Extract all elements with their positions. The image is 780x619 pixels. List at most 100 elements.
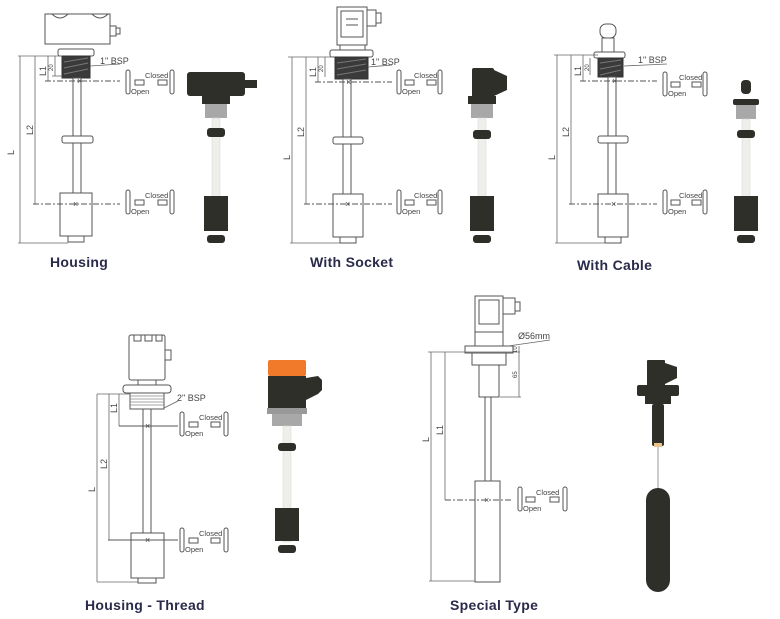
closed-label: Closed (145, 71, 168, 80)
open-label: Open (185, 429, 203, 438)
switch-symbol-cable-lower: Closed Open (662, 189, 708, 216)
switch-symbol-socket-upper: Closed Open (396, 69, 443, 96)
dim-label-l: L (282, 155, 292, 160)
open-label: Open (185, 545, 203, 554)
switch-symbol-special: Closed Open (517, 486, 568, 513)
thread-leader (367, 64, 393, 68)
dim-label-20: 20 (585, 64, 591, 71)
socket-neck (339, 44, 366, 51)
float-end (339, 236, 357, 244)
thread-label: 1" BSP (638, 55, 667, 65)
din-face (478, 299, 500, 325)
caption-housing: Housing (50, 254, 109, 270)
flange-leader (507, 339, 551, 347)
dim-label-l1: L1 (435, 425, 445, 435)
cable-gland-body (601, 37, 615, 53)
x-mark: × (484, 495, 489, 505)
stem (484, 396, 492, 482)
hex-nut (329, 49, 374, 58)
x-mark-1: × (145, 421, 150, 431)
float (474, 480, 501, 583)
thread-lines (599, 59, 622, 76)
socket-schematic: × × L L2 L1 20 1" BSP (282, 6, 400, 244)
caption-with-cable: With Cable (577, 257, 653, 273)
hex-nut (122, 384, 172, 394)
din-gland-tip (514, 301, 521, 312)
closed-label: Closed (536, 488, 559, 497)
thread-block (129, 392, 165, 410)
open-label: Open (668, 89, 686, 98)
open-label: Open (523, 504, 541, 513)
caption-housing-thread: Housing - Thread (85, 597, 205, 613)
switch-symbol-socket-lower: Closed Open (396, 189, 443, 216)
din-connector (336, 6, 368, 46)
thread-housing-product-image (267, 360, 322, 553)
x-mark-2: × (611, 199, 616, 209)
closed-label: Closed (145, 191, 168, 200)
din-gland (366, 9, 377, 27)
switch-symbol-thread-lower: Closed Open (179, 527, 229, 554)
hex-nut (593, 51, 626, 59)
open-label: Open (402, 207, 420, 216)
dim-label-l: L (547, 155, 557, 160)
flange-body (471, 352, 507, 366)
float (597, 193, 629, 238)
open-label: Open (131, 87, 149, 96)
float-end (604, 236, 622, 244)
switch-symbol-housing-upper: Closed Open (125, 69, 175, 96)
x-mark-1: × (77, 76, 82, 86)
thread-housing-schematic: × × L L2 L1 2" BSP (87, 334, 206, 584)
thread-lines (336, 58, 367, 76)
caption-with-socket: With Socket (310, 254, 394, 270)
cable-gland-tip (115, 27, 121, 35)
din-gland-tip (375, 12, 382, 24)
dim-label-20: 20 (49, 64, 55, 71)
din-gland (502, 297, 516, 315)
thread-lines (130, 395, 164, 406)
special-type-product-image (637, 360, 679, 592)
thread-leader (163, 400, 179, 409)
open-label: Open (131, 207, 149, 216)
housing-schematic: × × L L2 L1 20 1" BSP (6, 13, 129, 244)
housing-product-image (187, 72, 257, 243)
dim-label-l2: L2 (25, 125, 35, 135)
cable-schematic: × × L L2 L1 20 1" BSP (547, 23, 668, 244)
closed-label: Closed (679, 191, 702, 200)
switch-symbol-thread-upper: Closed Open (179, 411, 229, 438)
collar (332, 136, 364, 145)
dim-label-l: L (87, 487, 97, 492)
closed-label: Closed (414, 71, 437, 80)
open-label: Open (402, 87, 420, 96)
thread-lines (63, 57, 89, 75)
dim-label-l2: L2 (561, 127, 571, 137)
dim-label-10: 10 (513, 346, 519, 353)
housing-head-grooves (51, 13, 109, 19)
collar (597, 135, 629, 144)
housing-head (44, 13, 111, 45)
closed-label: Closed (414, 191, 437, 200)
x-mark-2: × (345, 199, 350, 209)
body (478, 364, 500, 398)
thread-label: 2" BSP (177, 393, 206, 403)
open-label: Open (668, 207, 686, 216)
dim-label-l: L (6, 150, 16, 155)
dim-label-l2: L2 (296, 127, 306, 137)
dim-label-l1: L1 (308, 67, 318, 77)
cable-gland-top (599, 23, 617, 39)
thread-block (61, 55, 91, 79)
switch-symbol-cable-upper: Closed Open (662, 71, 708, 98)
din-face (340, 10, 364, 38)
closed-label: Closed (679, 73, 702, 82)
dim-label-l1: L1 (573, 66, 583, 76)
thread-label: 1" BSP (100, 56, 129, 66)
switch-symbol-housing-lower: Closed Open (125, 189, 175, 216)
dim-label-20: 20 (319, 65, 325, 72)
dim-label-l1: L1 (38, 66, 48, 76)
caption-special-type: Special Type (450, 597, 539, 613)
special-type-schematic: × L L1 65 10 Ø56mm (421, 295, 551, 583)
thread-label: 1" BSP (371, 57, 400, 67)
housing-head-vents (133, 335, 163, 342)
dim-label-l2: L2 (99, 459, 109, 469)
din-connector (474, 295, 504, 333)
